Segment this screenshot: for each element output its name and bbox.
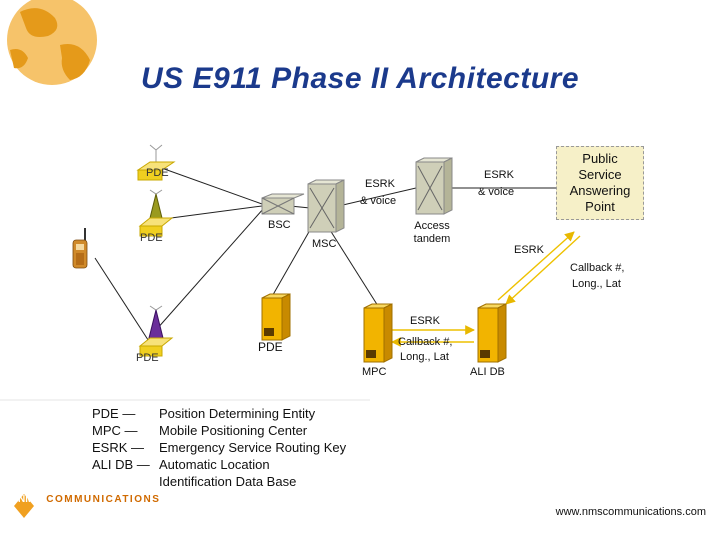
esrk-voice-1-label: ESRK <box>365 178 395 190</box>
pde-top-tower-icon <box>136 144 176 181</box>
link-pde-mid-bsc <box>155 205 263 221</box>
legend: PDE —Position Determining Entity MPC —Mo… <box>92 405 346 490</box>
msc-label: MSC <box>312 238 337 250</box>
bsc-label: BSC <box>268 219 291 231</box>
esrk-mpc-label: ESRK <box>410 315 440 327</box>
company-logo: NMS COMMUNICATIONS <box>16 494 160 505</box>
access-tandem-label: Access tandem <box>413 220 451 245</box>
pde-server-label: PDE <box>258 340 283 354</box>
logo-mark: NMS <box>18 494 41 505</box>
link-msc-pde-server <box>269 229 311 301</box>
ali-db-server-icon <box>477 303 507 363</box>
pde-mid-label: PDE <box>140 232 163 244</box>
esrk-voice-2-sublabel: & voice <box>478 186 515 198</box>
legend-row: ESRK —Emergency Service Routing Key <box>92 440 347 455</box>
mpc-server-icon <box>363 303 393 363</box>
bsc-box-icon <box>261 193 305 215</box>
legend-row: PDE —Position Determining Entity <box>92 406 316 421</box>
connection-lines <box>94 165 556 347</box>
psap-label: Public Service Answering Point <box>569 151 631 214</box>
handset-icon <box>72 228 88 269</box>
pde-server-icon <box>261 293 291 341</box>
globe-icon <box>7 0 97 85</box>
esrk-psap-label: ESRK <box>514 244 544 256</box>
link-handset-pde-bottom <box>94 257 153 347</box>
ali-db-label: ALI DB <box>470 366 505 378</box>
psap-box: Public Service Answering Point <box>556 146 644 220</box>
legend-row: Identification Data Base <box>159 474 297 489</box>
footer-url[interactable]: www.nmscommunications.com <box>555 506 706 518</box>
pde-bottom-label: PDE <box>136 352 159 364</box>
pde-mid-tower-icon <box>138 189 174 237</box>
pde-top-label: PDE <box>146 167 169 179</box>
callback-mpc-sublabel: Long., Lat <box>400 351 449 363</box>
arrow-psap-ali <box>505 235 581 305</box>
access-tandem-switch-icon <box>415 157 453 215</box>
logo-text: COMMUNICATIONS <box>46 494 161 505</box>
mpc-label: MPC <box>362 366 387 378</box>
callback-psap-sublabel: Long., Lat <box>572 278 621 290</box>
data-arrows <box>391 231 581 347</box>
esrk-voice-2-label: ESRK <box>484 169 514 181</box>
nms-logo-icon <box>14 494 34 518</box>
arrow-ali-psap <box>497 231 575 301</box>
msc-switch-icon <box>307 179 345 233</box>
esrk-voice-1-sublabel: & voice <box>360 195 397 207</box>
page-title: US E911 Phase II Architecture <box>140 62 579 95</box>
legend-row: MPC —Mobile Positioning Center <box>92 423 308 438</box>
link-msc-mpc <box>329 229 379 307</box>
legend-row: ALI DB —Automatic Location <box>92 457 270 472</box>
link-pde-bottom-bsc <box>155 207 265 331</box>
link-pde-top-bsc <box>155 165 263 205</box>
callback-psap-label: Callback #, <box>570 262 625 274</box>
callback-mpc-label: Callback #, <box>398 336 453 348</box>
pde-bottom-tower-icon <box>138 305 174 357</box>
